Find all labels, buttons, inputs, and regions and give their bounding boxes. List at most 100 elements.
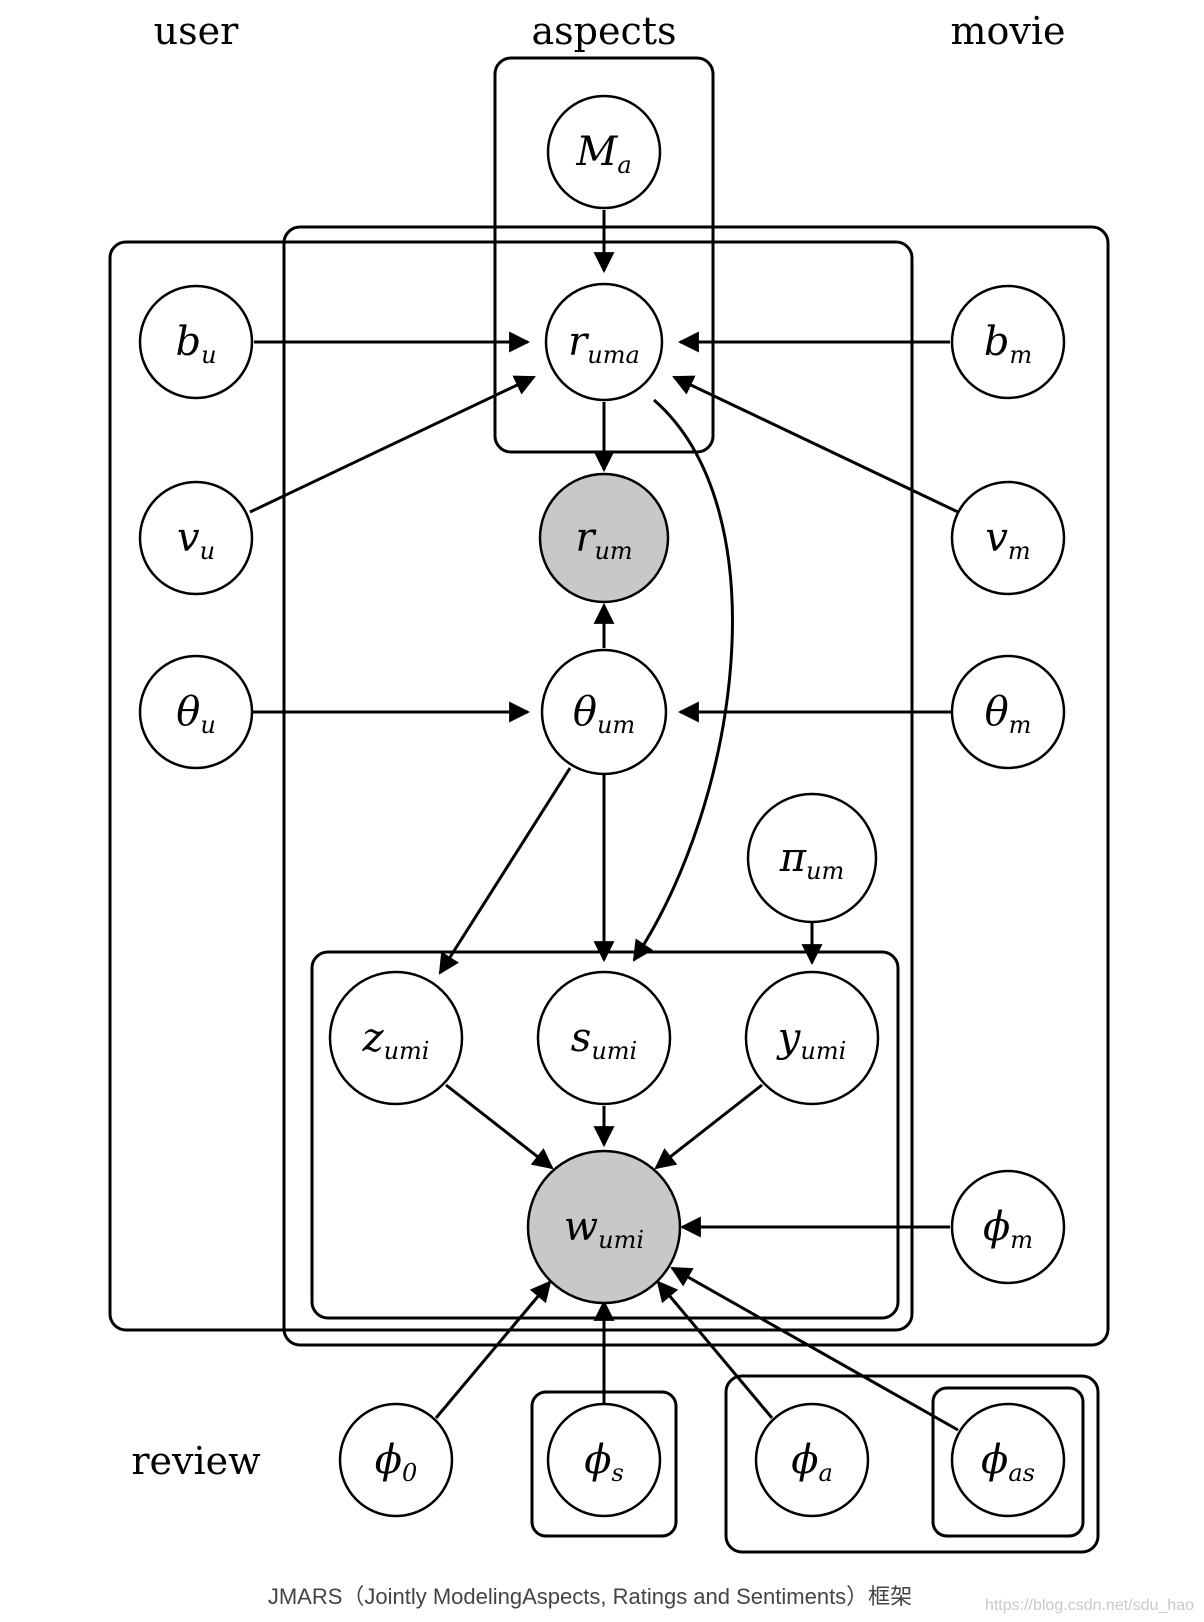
node-circle-phi-a bbox=[754, 1402, 870, 1518]
node-circle-b-m bbox=[950, 284, 1066, 400]
node-circle-theta-um bbox=[540, 648, 668, 776]
node-label-base: ϕ bbox=[791, 1437, 818, 1483]
node-label-s-umi: sumi bbox=[571, 1015, 637, 1065]
node-label-phi-s: ϕs bbox=[584, 1437, 624, 1487]
node-circle-w-umi bbox=[526, 1149, 682, 1305]
node-label-subscript: u bbox=[200, 711, 215, 739]
node-circle-r-uma bbox=[544, 282, 664, 402]
plate-label-aspects: aspects bbox=[531, 9, 676, 53]
node-label-phi-m: ϕm bbox=[983, 1204, 1033, 1254]
node-circle-v-u bbox=[138, 480, 254, 596]
edge-vm-to-ruma bbox=[672, 375, 959, 514]
plate-phi-as bbox=[931, 1386, 1085, 1538]
node-label-subscript: u bbox=[201, 341, 216, 369]
plate-movie bbox=[282, 225, 1110, 1347]
node-label-subscript: umi bbox=[800, 1037, 846, 1065]
edge-vu-to-ruma bbox=[249, 375, 536, 514]
node-label-base: y bbox=[776, 1015, 802, 1061]
node-label-subscript: m bbox=[1010, 1226, 1033, 1254]
node-label-subscript: uma bbox=[587, 341, 640, 369]
node-label-v-m: vm bbox=[985, 515, 1030, 565]
node-label-b-m: bm bbox=[984, 319, 1032, 369]
watermark: https://blog.csdn.net/sdu_hao bbox=[985, 1597, 1194, 1614]
edge-phia-to-wumi bbox=[656, 1280, 774, 1419]
node-label-base: θ bbox=[985, 689, 1009, 735]
node-r-um: rum bbox=[538, 472, 670, 604]
edge-group bbox=[249, 210, 959, 1432]
node-label-phi-0: ϕ0 bbox=[375, 1437, 418, 1487]
node-label-subscript: 0 bbox=[402, 1459, 417, 1487]
node-label-subscript: as bbox=[1008, 1459, 1035, 1487]
node-circle-s-umi bbox=[536, 970, 672, 1106]
node-circle-v-m bbox=[950, 480, 1066, 596]
node-label-base: θ bbox=[176, 689, 200, 735]
node-label-base: z bbox=[362, 1015, 385, 1061]
node-circle-phi-m bbox=[950, 1169, 1066, 1285]
edge-ruma-to-sumi bbox=[632, 398, 734, 962]
node-label-theta-u: θu bbox=[176, 689, 216, 739]
node-label-subscript: a bbox=[617, 151, 631, 179]
node-circle-phi-s bbox=[546, 1402, 662, 1518]
node-label-base: r bbox=[575, 515, 597, 561]
node-label-base: b bbox=[175, 319, 201, 365]
node-label-w-umi: wumi bbox=[564, 1204, 644, 1254]
node-theta-u: θu bbox=[138, 654, 254, 770]
node-label-base: ϕ bbox=[983, 1204, 1010, 1250]
node-label-theta-um: θum bbox=[573, 689, 635, 739]
plate-label-review: review bbox=[131, 1439, 261, 1483]
node-circle-phi-as bbox=[950, 1402, 1066, 1518]
node-v-m: vm bbox=[950, 480, 1066, 596]
node-pi-um: πum bbox=[746, 792, 878, 924]
node-w-umi: wumi bbox=[526, 1149, 682, 1305]
node-label-subscript: m bbox=[1008, 537, 1031, 565]
node-label-subscript: u bbox=[200, 537, 215, 565]
node-s-umi: sumi bbox=[536, 970, 672, 1106]
node-label-phi-as: ϕas bbox=[981, 1437, 1035, 1487]
edge-yumi-to-wumi bbox=[654, 1083, 763, 1170]
node-circle-b-u bbox=[138, 284, 254, 400]
node-label-subscript: m bbox=[1009, 341, 1032, 369]
node-label-subscript: umi bbox=[598, 1226, 644, 1254]
plate-label-movie: movie bbox=[950, 9, 1065, 53]
node-circle-y-umi bbox=[744, 970, 880, 1106]
node-label-base: ϕ bbox=[375, 1437, 402, 1483]
node-label-subscript: umi bbox=[591, 1037, 637, 1065]
edge-thetaum-to-zumi bbox=[438, 767, 572, 975]
node-label-subscript: umi bbox=[384, 1037, 430, 1065]
node-label-base: ϕ bbox=[981, 1437, 1008, 1483]
node-label-phi-a: ϕa bbox=[791, 1437, 833, 1487]
node-label-base: π bbox=[779, 835, 807, 881]
node-v-u: vu bbox=[138, 480, 254, 596]
node-phi-as: ϕas bbox=[950, 1402, 1066, 1518]
node-label-z-umi: zumi bbox=[362, 1015, 430, 1065]
node-label-base: b bbox=[984, 319, 1010, 365]
node-circle-M-a bbox=[546, 94, 662, 210]
edge-phi0-to-wumi bbox=[434, 1280, 552, 1419]
node-M-a: Ma bbox=[546, 94, 662, 210]
node-label-r-uma: ruma bbox=[568, 319, 640, 369]
node-label-base: θ bbox=[573, 689, 597, 735]
node-phi-s: ϕs bbox=[546, 1402, 662, 1518]
node-y-umi: yumi bbox=[744, 970, 880, 1106]
node-circle-r-um bbox=[538, 472, 670, 604]
node-label-base: v bbox=[985, 515, 1008, 561]
node-label-subscript: um bbox=[597, 711, 635, 739]
node-b-m: bm bbox=[950, 284, 1066, 400]
node-b-u: bu bbox=[138, 284, 254, 400]
node-theta-um: θum bbox=[540, 648, 668, 776]
node-circle-theta-m bbox=[950, 654, 1066, 770]
figure-caption: JMARS（Jointly ModelingAspects, Ratings a… bbox=[268, 1584, 912, 1609]
node-label-subscript: um bbox=[594, 537, 632, 565]
node-label-base: w bbox=[564, 1204, 598, 1250]
node-label-base: M bbox=[575, 129, 618, 175]
node-label-b-u: bu bbox=[175, 319, 216, 369]
plate-phi-a bbox=[724, 1374, 1100, 1554]
node-label-M-a: Ma bbox=[575, 129, 631, 179]
node-label-y-umi: yumi bbox=[776, 1015, 847, 1065]
node-label-subscript: a bbox=[818, 1459, 832, 1487]
node-circle-pi-um bbox=[746, 792, 878, 924]
node-label-theta-m: θm bbox=[985, 689, 1032, 739]
node-circle-z-umi bbox=[328, 970, 464, 1106]
node-label-base: s bbox=[571, 1015, 592, 1061]
